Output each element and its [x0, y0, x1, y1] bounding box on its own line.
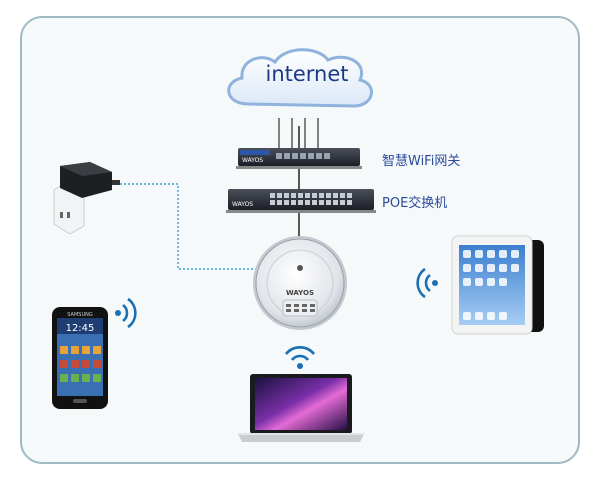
wifi-icon [115, 299, 135, 327]
gateway-label: 智慧WiFi网关 [382, 150, 460, 169]
cloud-label: internet [262, 62, 352, 86]
switch-brand: WAYOS [232, 201, 253, 208]
switch-label: POE交换机 [382, 192, 447, 211]
wifi-icon [418, 269, 438, 297]
ceiling-access-point [253, 236, 347, 330]
ap-brand: WAYOS [286, 289, 314, 297]
phone-time: 12:45 [66, 323, 95, 334]
tablet [452, 236, 544, 334]
gateway-brand: WAYOS [242, 157, 263, 164]
wifi-icon [286, 347, 314, 369]
power-adapter-icon [54, 162, 120, 234]
phone-brand: SAMSUNG [67, 312, 93, 318]
laptop [238, 374, 364, 442]
